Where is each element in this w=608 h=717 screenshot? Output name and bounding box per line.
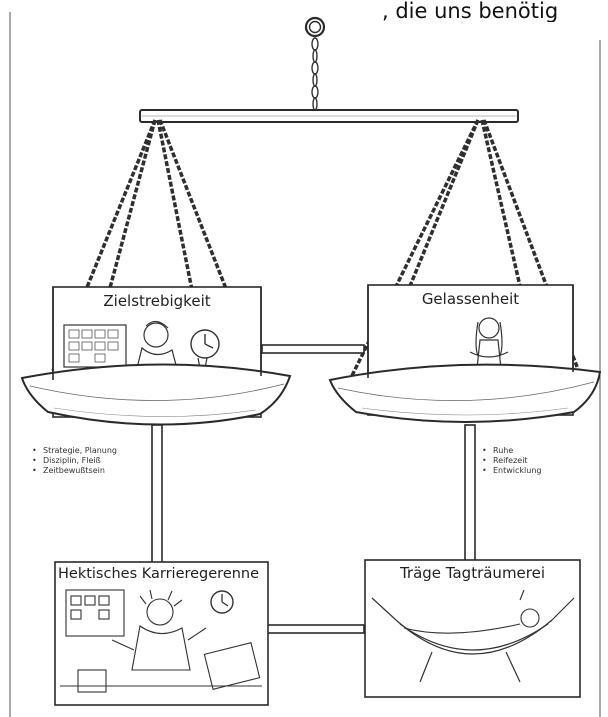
left-qualities-list: Strategie, Planung Disziplin, Fleiß Zeit…: [32, 446, 158, 476]
left-pan-bowl: [22, 364, 290, 424]
top-chain: [312, 38, 318, 110]
bottom-left-title: Hektisches Karrieregerenne: [56, 566, 270, 582]
left-pan-title: Zielstrebigkeit: [53, 292, 261, 310]
clock-icon: [211, 591, 233, 613]
right-pan-title: Gelassenheit: [368, 290, 573, 308]
list-item: Disziplin, Fleiß: [32, 456, 158, 466]
bottom-right-title: Träge Tagträumerei: [365, 564, 580, 582]
ring-icon: [306, 18, 324, 36]
scale-beam: [140, 110, 518, 122]
list-item: Entwicklung: [482, 466, 592, 476]
list-item: Strategie, Planung: [32, 446, 158, 456]
right-pan-bowl: [330, 365, 600, 422]
list-item: Ruhe: [482, 446, 592, 456]
list-item: Zeitbewußtsein: [32, 466, 158, 476]
clock-icon: [191, 330, 219, 358]
right-qualities-list: Ruhe Reifezeit Entwicklung: [482, 446, 592, 476]
bottom-left-card: [55, 562, 268, 705]
list-item: Reifezeit: [482, 456, 592, 466]
